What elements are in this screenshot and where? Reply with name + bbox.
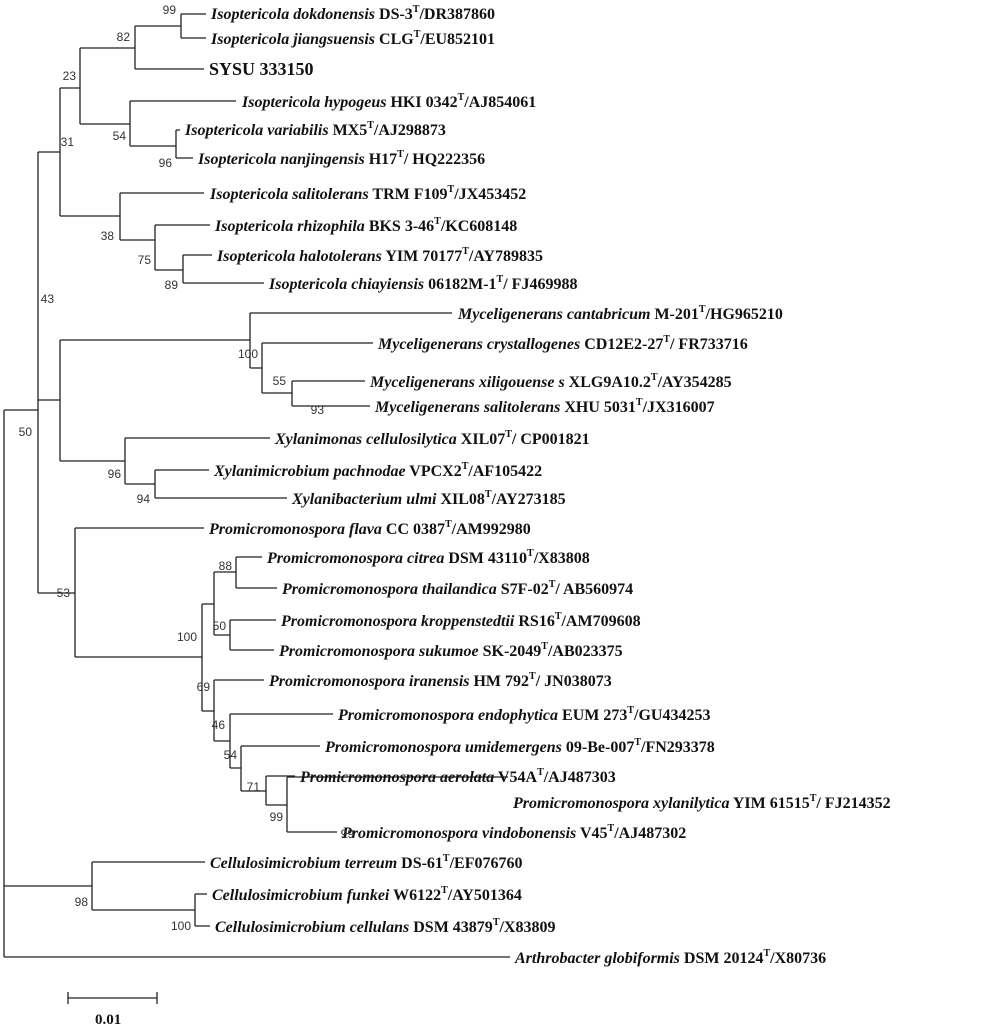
taxon-label-sysu-333150: SYSU 333150 [209, 59, 314, 79]
taxon-label-myceligenerans-cantabricum: Myceligenerans cantabricum M-201T/HG9652… [457, 304, 783, 323]
taxon-label-promicromonospora-kroppenstedtii: Promicromonospora kroppenstedtii RS16T/A… [280, 611, 641, 630]
taxon-label-myceligenerans-salitolerans: Myceligenerans salitolerans XHU 5031T/JX… [374, 397, 715, 416]
bootstrap-value: 94 [137, 492, 151, 506]
bootstrap-value: 43 [41, 292, 55, 306]
taxon-label-isoptericola-nanjingensis: Isoptericola nanjingensis H17T/ HQ222356 [197, 149, 485, 168]
bootstrap-value: 96 [159, 156, 173, 170]
bootstrap-value: 93 [311, 403, 325, 417]
bootstrap-value: 50 [19, 425, 33, 439]
taxon-label-promicromonospora-sukumoe: Promicromonospora sukumoe SK-2049T/AB023… [278, 641, 623, 660]
taxon-label-isoptericola-jiangsuensis: Isoptericola jiangsuensis CLGT/EU852101 [210, 29, 495, 48]
bootstrap-value: 31 [61, 135, 75, 149]
taxon-label-isoptericola-variabilis: Isoptericola variabilis MX5T/AJ298873 [184, 120, 446, 139]
bootstrap-value: 54 [113, 129, 127, 143]
taxon-label-cellulosimicrobium-terreum: Cellulosimicrobium terreum DS-61T/EF0767… [210, 853, 522, 872]
scale-bar: 0.01 [67, 992, 158, 1028]
taxon-label-promicromonospora-flava: Promicromonospora flava CC 0387T/AM99298… [208, 519, 531, 538]
bootstrap-values: 99 82 23 54 96 31 38 75 89 43 100 55 93 … [19, 3, 355, 933]
taxon-label-promicromonospora-iranensis: Promicromonospora iranensis HM 792T/ JN0… [268, 671, 612, 690]
bootstrap-value: 100 [238, 347, 258, 361]
bootstrap-value: 38 [101, 229, 115, 243]
taxon-label-xylanimonas-cellulosilytica: Xylanimonas cellulosilytica XIL07T/ CP00… [274, 429, 590, 448]
taxon-label-promicromonospora-xylanilytica: Promicromonospora xylanilytica YIM 61515… [512, 793, 891, 812]
taxon-label-isoptericola-rhizophila: Isoptericola rhizophila BKS 3-46T/KC6081… [214, 216, 517, 235]
taxon-label-cellulosimicrobium-cellulans: Cellulosimicrobium cellulans DSM 43879T/… [215, 917, 555, 936]
taxon-label-cellulosimicrobium-funkei: Cellulosimicrobium funkei W6122T/AY50136… [212, 885, 522, 904]
bootstrap-value: 88 [219, 559, 233, 573]
bootstrap-value: 89 [165, 278, 179, 292]
bootstrap-value: 99 [341, 827, 355, 841]
bootstrap-value: 23 [63, 69, 77, 83]
taxon-label-isoptericola-dokdonensis: Isoptericola dokdonensis DS-3T/DR387860 [210, 4, 495, 23]
taxon-label-promicromonospora-endophytica: Promicromonospora endophytica EUM 273T/G… [337, 705, 710, 724]
bootstrap-value: 71 [247, 780, 261, 794]
bootstrap-value: 69 [197, 680, 211, 694]
bootstrap-value: 55 [273, 374, 287, 388]
taxon-label-xylanimicrobium-pachnodae: Xylanimicrobium pachnodae VPCX2T/AF10542… [213, 461, 542, 480]
taxon-label-promicromonospora-citrea: Promicromonospora citrea DSM 43110T/X838… [266, 548, 590, 567]
bootstrap-value: 99 [270, 810, 284, 824]
taxon-label-isoptericola-hypogeus: Isoptericola hypogeus HKI 0342T/AJ854061 [241, 92, 536, 111]
leaf-labels: Isoptericola dokdonensis DS-3T/DR387860 … [184, 4, 891, 967]
bootstrap-value: 46 [212, 718, 226, 732]
taxon-label-arthrobacter-globiformis: Arthrobacter globiformis DSM 20124T/X807… [514, 948, 826, 967]
taxon-label-xylanibacterium-ulmi: Xylanibacterium ulmi XIL08T/AY273185 [291, 489, 566, 508]
bootstrap-value: 82 [117, 30, 131, 44]
bootstrap-value: 75 [138, 253, 152, 267]
taxon-label-myceligenerans-xiligouense: Myceligenerans xiligouense s XLG9A10.2T/… [369, 372, 732, 391]
taxon-label-isoptericola-halotolerans: Isoptericola halotolerans YIM 70177T/AY7… [216, 246, 543, 265]
taxon-label-promicromonospora-thailandica: Promicromonospora thailandica S7F-02T/ A… [281, 579, 633, 598]
bootstrap-value: 100 [177, 630, 197, 644]
bootstrap-value: 99 [163, 3, 177, 17]
bootstrap-value: 98 [75, 895, 89, 909]
scale-bar-label: 0.01 [95, 1012, 121, 1028]
scale-bar-line [67, 992, 158, 1004]
taxon-label-myceligenerans-crystallogenes: Myceligenerans crystallogenes CD12E2-27T… [377, 334, 748, 353]
taxon-label-promicromonospora-aerolata: Promicromonospora aerolata V54AT/AJ48730… [299, 767, 616, 786]
tree-branches [3, 13, 510, 958]
taxon-label-promicromonospora-umidemergens: Promicromonospora umidemergens 09-Be-007… [324, 737, 715, 756]
bootstrap-value: 100 [171, 919, 191, 933]
bootstrap-value: 53 [57, 586, 71, 600]
bootstrap-value: 54 [224, 748, 238, 762]
bootstrap-value: 96 [108, 467, 122, 481]
taxon-label-promicromonospora-vindobonensis: Promicromonospora vindobonensis V45T/AJ4… [341, 823, 686, 842]
taxon-label-isoptericola-chiayiensis: Isoptericola chiayiensis 06182M-1T/ FJ46… [268, 274, 577, 293]
taxon-label-isoptericola-salitolerans: Isoptericola salitolerans TRM F109T/JX45… [209, 184, 526, 203]
bootstrap-value: 50 [213, 619, 227, 633]
